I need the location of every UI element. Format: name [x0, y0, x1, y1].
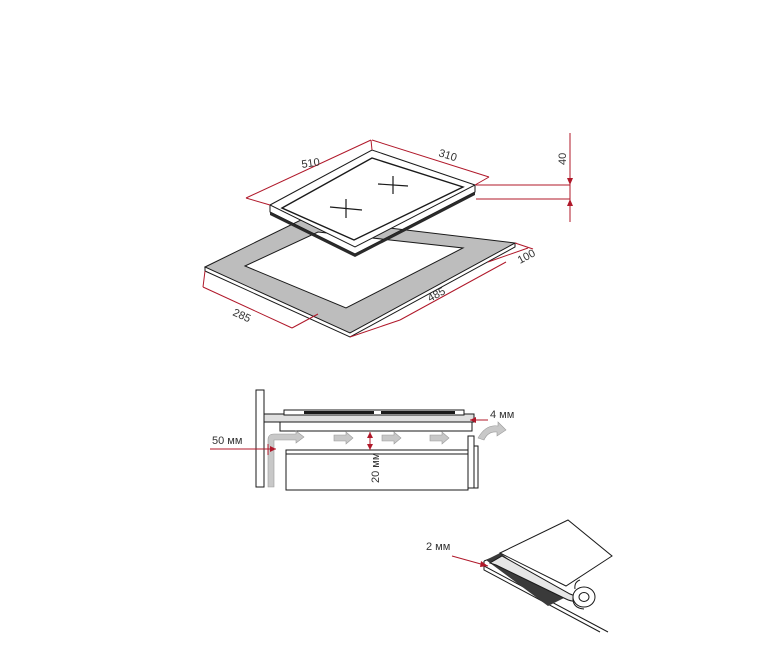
dimension-lines-middle — [210, 417, 488, 455]
dim-label-40: 40 — [557, 153, 569, 165]
burner-mark-front — [329, 199, 363, 218]
airflow-arrow-1 — [333, 431, 354, 445]
cabinet-below — [285, 449, 469, 491]
dim-label-285: 285 — [231, 307, 253, 325]
airflow-arrows — [267, 421, 507, 488]
front-panel-right — [467, 435, 475, 489]
hob-body-section — [279, 421, 473, 432]
dim-label-50mm: 50 мм — [212, 435, 242, 447]
dim-label-310: 310 — [437, 147, 458, 164]
dim-label-20mm: 20 мм — [370, 453, 382, 483]
airflow-inlet-arrow — [267, 430, 305, 488]
hob-iso-view — [203, 149, 517, 338]
dim-label-510: 510 — [301, 157, 321, 171]
burner-mark-back — [377, 176, 409, 194]
airflow-outlet-arrow — [477, 421, 507, 441]
airflow-arrow-2 — [381, 431, 402, 445]
hob-glass-inner — [280, 157, 465, 241]
dimension-labels-top: 510 310 40 100 285 485 — [231, 147, 569, 325]
dim-label-2mm: 2 мм — [426, 541, 450, 553]
dim-label-4mm: 4 мм — [490, 409, 514, 421]
dimension-labels-middle: 50 мм 4 мм 20 мм — [212, 409, 514, 483]
dim-label-100: 100 — [516, 247, 538, 266]
tape-roll — [572, 579, 596, 610]
seal-detail: 2 мм — [426, 519, 613, 633]
wall-left — [255, 389, 265, 488]
cutout-opening — [243, 231, 465, 309]
ventilation-section — [255, 389, 479, 491]
airflow-arrow-3 — [429, 431, 450, 445]
dimension-lines-top — [202, 133, 573, 338]
